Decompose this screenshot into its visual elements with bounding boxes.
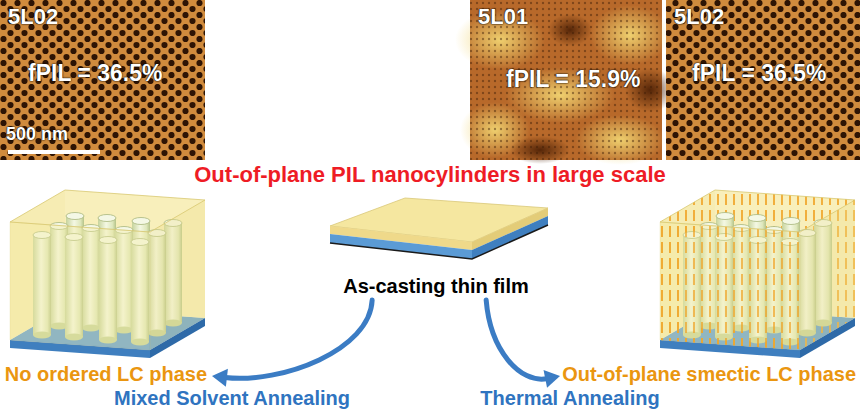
substrate: [330, 234, 472, 259]
arrow-head: [212, 369, 228, 387]
node-text: As-casting thin film: [343, 275, 529, 298]
afm-image: [455, 0, 675, 165]
box-wall: [800, 200, 855, 350]
illustration-panel: Out-of-plane smectic LC phase: [560, 195, 858, 388]
box-edge: [10, 190, 205, 232]
scale-bar: [8, 150, 100, 154]
edge-label: Thermal Annealing: [477, 388, 662, 408]
edge-label: Mixed Solvent Annealing: [111, 388, 353, 408]
afm-texture: [470, 0, 662, 160]
box-wall: [150, 200, 205, 350]
thin-film-slab: [330, 198, 548, 259]
cylinder-box: [10, 190, 205, 358]
node-text: No ordered LC phase: [5, 363, 207, 386]
node-text: 5L01: [478, 4, 528, 29]
cylinder-box: [660, 190, 855, 358]
node-text: Out-of-plane smectic LC phase: [562, 363, 856, 386]
lc-rods: [660, 222, 800, 350]
afm-ground: [470, 0, 662, 160]
curved-arrow: [486, 300, 560, 388]
afm-panel: 5L01 fPIL = 15.9%: [470, 0, 662, 160]
illustration-panel: No ordered LC phase: [0, 195, 212, 388]
slab-edge: [330, 225, 548, 259]
afm-image: [666, 0, 860, 160]
lc-rods: [660, 190, 855, 350]
node-text: fPIL = 15.9%: [506, 66, 640, 92]
node-text: fPIL = 36.5%: [692, 60, 826, 86]
substrate: [472, 216, 548, 259]
curved-arrow: [212, 300, 372, 387]
arrow-line: [225, 300, 372, 378]
afm-image: [0, 0, 205, 160]
afm-panel: 5L02 fPIL = 36.5% 500 nm: [0, 0, 205, 160]
node-text: 500 nm: [6, 124, 68, 145]
node-text: 5L02: [8, 4, 58, 29]
afm-panel: 5L02 fPIL = 36.5%: [666, 0, 860, 160]
box-edge: [660, 190, 855, 232]
node-text: fPIL = 36.5%: [28, 60, 162, 86]
title-label: Out-of-plane PIL nanocylinders in large …: [194, 162, 666, 187]
box-wall: [10, 222, 150, 350]
node-text: 5L02: [674, 4, 724, 29]
arrow-head: [544, 370, 560, 388]
box-wall: [660, 222, 800, 350]
arrow-line: [486, 300, 547, 379]
illustration-panel: As-casting thin film: [322, 188, 550, 300]
